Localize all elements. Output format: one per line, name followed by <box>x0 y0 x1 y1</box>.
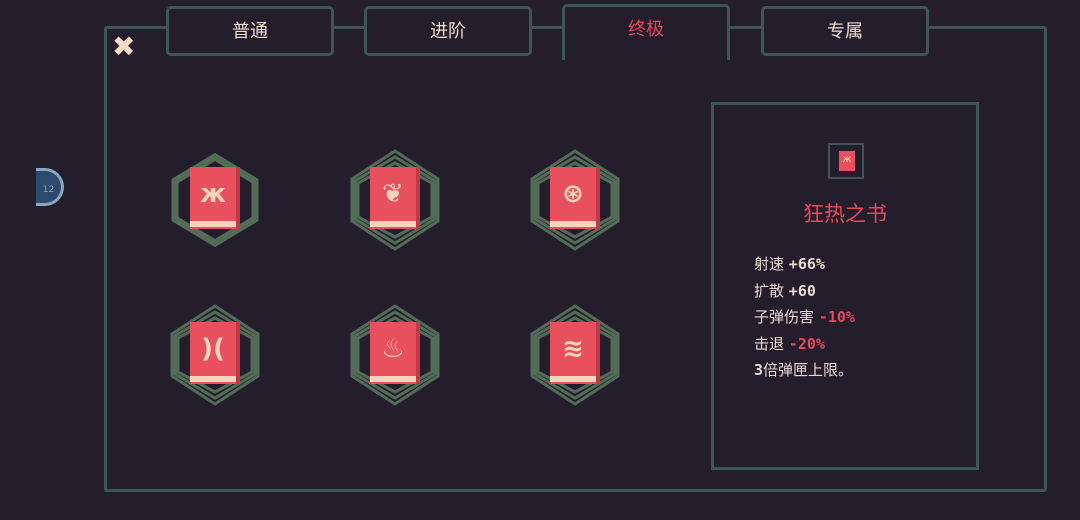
stat-row: 子弹伤害 -10% <box>754 304 855 331</box>
book-icon: )( <box>190 322 240 384</box>
book-glyph: )( <box>201 334 225 364</box>
stat-list: 射速 +66% 扩散 +60 子弹伤害 -10% 击退 -20% 3倍弹匣上限。 <box>754 251 855 384</box>
book-slot[interactable]: ♨ <box>340 300 450 410</box>
book-icon: ⊛ <box>550 167 600 229</box>
tab-exclusive[interactable]: 专属 <box>761 6 929 56</box>
book-glyph: ≋ <box>562 334 584 364</box>
hexagon-frame-icon <box>350 304 440 406</box>
close-icon[interactable]: ✖ <box>112 30 136 63</box>
hexagon-frame-icon <box>530 304 620 406</box>
tab-advanced[interactable]: 进阶 <box>364 6 532 56</box>
tab-normal[interactable]: 普通 <box>166 6 334 56</box>
stat-value: -20% <box>788 334 825 353</box>
stat-label: 击退 <box>754 334 785 353</box>
stat-label: 子弹伤害 <box>754 308 815 326</box>
stat-value: +60 <box>788 281 816 300</box>
hexagon-frame-icon <box>171 152 259 248</box>
book-icon: ≋ <box>550 322 600 384</box>
stat-row: 击退 -20% <box>754 331 855 358</box>
stat-note: 3倍弹匣上限。 <box>754 357 855 384</box>
book-thumbnail: ж <box>828 143 864 179</box>
book-slot[interactable]: ⊛ <box>520 145 630 255</box>
stat-value: -10% <box>818 308 855 326</box>
hexagon-frame-icon <box>350 149 440 251</box>
book-icon: ж <box>839 151 855 171</box>
stat-row: 扩散 +60 <box>754 278 855 305</box>
side-badge[interactable]: 12 <box>36 168 64 206</box>
book-icon: ж <box>190 167 240 229</box>
hexagon-frame-icon <box>530 149 620 251</box>
book-slot[interactable]: )( <box>160 300 270 410</box>
book-glyph: ж <box>200 179 226 209</box>
stat-label: 射速 <box>754 255 785 273</box>
book-slot[interactable]: ≋ <box>520 300 630 410</box>
book-glyph: ❦ <box>382 179 404 209</box>
book-icon: ♨ <box>370 322 420 384</box>
book-name: 狂热之书 <box>803 202 887 226</box>
tab-ultimate[interactable]: 终极 <box>562 4 730 60</box>
stat-row: 射速 +66% <box>754 251 855 278</box>
note-number: 3 <box>754 361 764 379</box>
detail-panel: ж 狂热之书 射速 +66% 扩散 +60 子弹伤害 -10% 击退 -20% … <box>711 102 979 470</box>
stat-label: 扩散 <box>754 281 785 300</box>
stat-value: +66% <box>788 255 825 273</box>
book-slot[interactable]: ж <box>160 145 270 255</box>
book-glyph: ⊛ <box>562 179 584 209</box>
book-glyph: ♨ <box>381 334 405 364</box>
hexagon-frame-icon <box>170 304 260 406</box>
note-text: 倍弹匣上限。 <box>763 361 854 379</box>
book-slot[interactable]: ❦ <box>340 145 450 255</box>
book-icon: ❦ <box>370 167 420 229</box>
